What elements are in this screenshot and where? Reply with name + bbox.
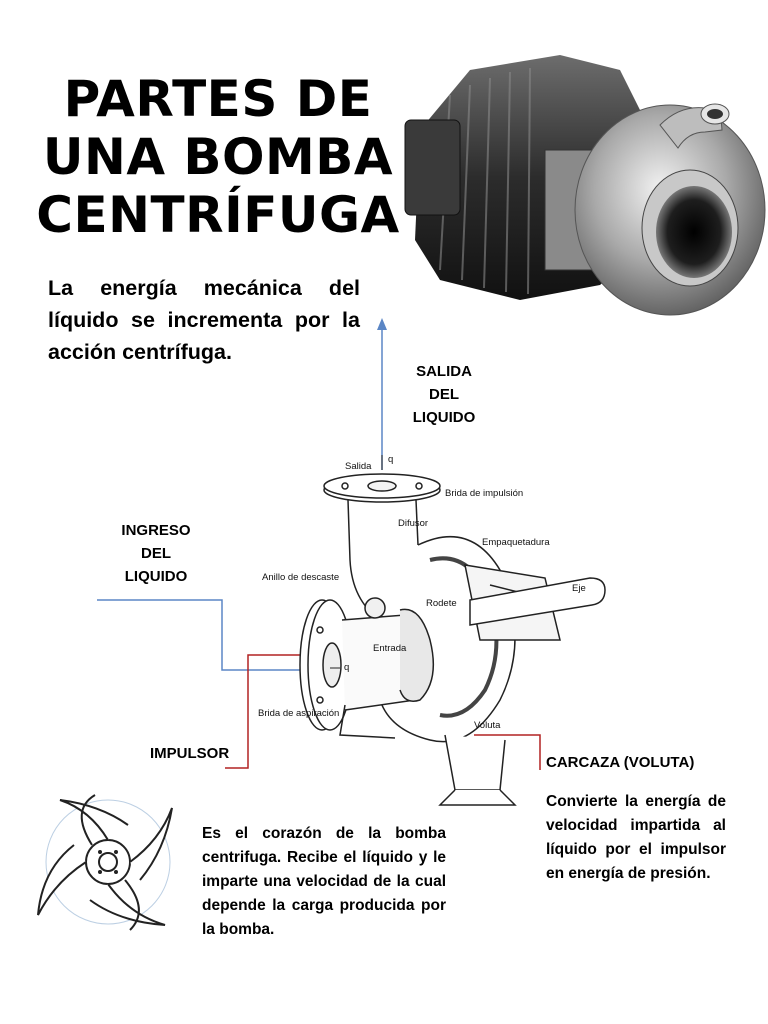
callout-salida: SALIDA DEL LIQUIDO [412, 363, 476, 426]
intro-text: La energía mecánica del líquido se incre… [48, 276, 360, 364]
label-entrada: Entrada [373, 643, 407, 654]
label-brida-aspiracion: Brida de aspiración [258, 708, 340, 719]
label-difusor: Difusor [398, 518, 429, 529]
label-rodete: Rodete [426, 598, 457, 609]
title-line-1: PARTES DE [63, 70, 373, 128]
callout-carcaza: CARCAZA (VOLUTA) [546, 754, 695, 771]
label-q-out: q [388, 454, 394, 465]
title-line-2: UNA BOMBA [42, 128, 394, 186]
callout-ingreso: INGRESO DEL LIQUIDO [121, 522, 191, 585]
impulsor-description: Es el corazón de la bomba centrifuga. Re… [202, 825, 446, 938]
label-salida: Salida [345, 461, 372, 472]
label-voluta: Voluta [474, 720, 501, 731]
label-brida-impulsion: Brida de impulsión [445, 488, 524, 499]
carcaza-description: Convierte la energía de velocidad impart… [546, 793, 726, 882]
label-anillo: Anillo de descaste [262, 572, 340, 583]
label-empaquetadura: Empaquetadura [482, 537, 550, 548]
label-eje: Eje [572, 583, 586, 594]
label-q-in: q [344, 662, 350, 673]
title-line-3: CENTRÍFUGA [36, 186, 400, 244]
page-title: PARTES DE UNA BOMBA CENTRÍFUGA [28, 70, 408, 244]
callout-impulsor: IMPULSOR [150, 745, 230, 762]
